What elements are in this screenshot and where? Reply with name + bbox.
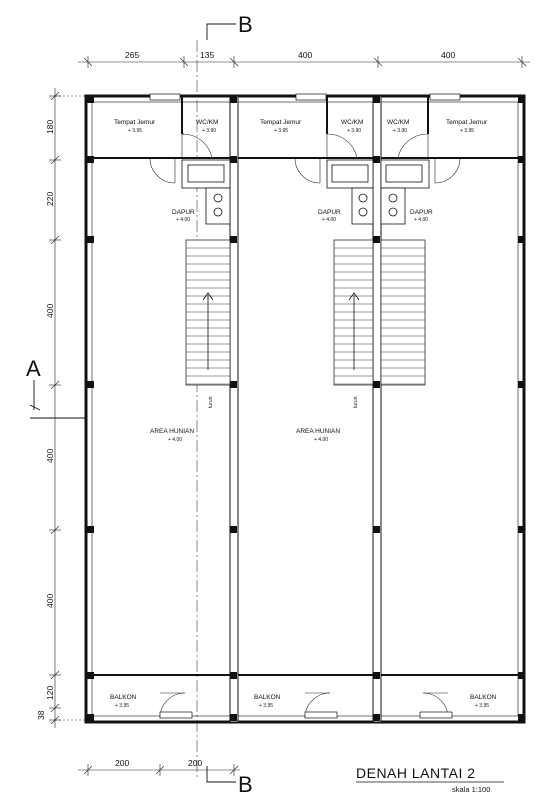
column: [87, 714, 94, 721]
room-label-area-hunian-1: AREA HUNIAN: [150, 428, 194, 435]
column: [518, 672, 525, 679]
dim-left-120: 120: [45, 686, 55, 700]
elevation-wc-3: + 3.90: [393, 128, 407, 134]
elevation-balkon-1: + 3.95: [115, 703, 129, 709]
column: [373, 672, 380, 679]
section-marker-b-top: B: [238, 12, 253, 37]
column: [230, 381, 237, 388]
room-label-wc-3: WC/KM: [387, 119, 409, 126]
dim-left-400-a: 400: [45, 304, 55, 318]
elevation-dapur-2: + 4.00: [322, 217, 336, 223]
room-label-tempat-jemur-3: Tempat Jemur: [446, 119, 488, 126]
elevation-balkon-3: + 3.95: [475, 703, 489, 709]
dim-top-400-b: 400: [441, 50, 455, 60]
section-markers: [29, 23, 236, 783]
column: [518, 156, 525, 163]
dimension-lines: [49, 56, 530, 776]
column: [87, 96, 94, 103]
stair-treads: [186, 247, 425, 385]
stair-arrows: [202, 292, 360, 370]
column: [518, 96, 525, 103]
section-marker-b-bottom: B: [238, 772, 253, 797]
room-label-dapur-3: DAPUR: [410, 209, 433, 216]
column: [230, 526, 237, 533]
elevation-dapur-1: + 4.00: [176, 217, 190, 223]
stairs: [185, 239, 426, 386]
column: [373, 714, 380, 721]
stair-label-turun-2: turun: [353, 396, 359, 408]
dim-top-135: 135: [200, 50, 214, 60]
dim-top-400-a: 400: [298, 50, 312, 60]
room-label-balkon-2: BALKON: [254, 694, 281, 701]
columns: [87, 96, 525, 721]
dim-bottom-200-b: 200: [188, 758, 202, 768]
dim-left-400-c: 400: [45, 594, 55, 608]
elevation-tempat-jemur-3: + 3.95: [460, 128, 474, 134]
column: [373, 96, 380, 103]
dim-top-265: 265: [125, 50, 139, 60]
room-label-balkon-1: BALKON: [110, 694, 137, 701]
elevation-wc-2: + 3.90: [347, 128, 361, 134]
column: [518, 526, 525, 533]
service-zone-walls: [92, 96, 518, 159]
column: [87, 236, 94, 243]
elevation-tempat-jemur-2: + 3.95: [274, 128, 288, 134]
dim-left-38: 38: [36, 710, 46, 720]
room-label-tempat-jemur-1: Tempat Jemur: [114, 119, 156, 126]
elevation-area-hunian-1: + 4.00: [168, 437, 182, 443]
column: [230, 672, 237, 679]
room-label-tempat-jemur-2: Tempat Jemur: [260, 119, 302, 126]
kitchen-counters: [181, 159, 430, 225]
elevation-balkon-2: + 3.95: [259, 703, 273, 709]
stair-label-turun-1: turun: [208, 396, 214, 408]
room-label-dapur-2: DAPUR: [318, 209, 341, 216]
room-label-dapur-1: DAPUR: [172, 209, 195, 216]
column: [518, 714, 525, 721]
room-label-wc-1: WC/KM: [196, 119, 218, 126]
column: [230, 714, 237, 721]
column: [230, 236, 237, 243]
dim-left-180: 180: [45, 120, 55, 134]
drawing-scale: skala 1:100: [452, 785, 490, 794]
column: [373, 526, 380, 533]
elevation-dapur-3: + 4.00: [414, 217, 428, 223]
column: [87, 672, 94, 679]
elevation-area-hunian-2: + 4.00: [314, 437, 328, 443]
elevation-wc-1: + 3.90: [202, 128, 216, 134]
column: [87, 156, 94, 163]
room-label-area-hunian-2: AREA HUNIAN: [296, 428, 340, 435]
room-label-balkon-3: BALKON: [470, 694, 497, 701]
exterior-walls: [84, 94, 526, 724]
column: [230, 96, 237, 103]
dim-left-220: 220: [45, 192, 55, 206]
dim-bottom-200-a: 200: [115, 758, 129, 768]
dim-left-400-b: 400: [45, 449, 55, 463]
column: [518, 236, 525, 243]
column: [230, 156, 237, 163]
column: [87, 526, 94, 533]
column: [373, 381, 380, 388]
column: [518, 381, 525, 388]
column: [373, 236, 380, 243]
drawing-title: DENAH LANTAI 2: [356, 765, 476, 781]
room-label-wc-2: WC/KM: [341, 119, 363, 126]
elevation-tempat-jemur-1: + 3.95: [128, 128, 142, 134]
windows: [149, 93, 461, 719]
column: [373, 156, 380, 163]
column: [87, 381, 94, 388]
section-marker-a: A: [26, 356, 41, 381]
